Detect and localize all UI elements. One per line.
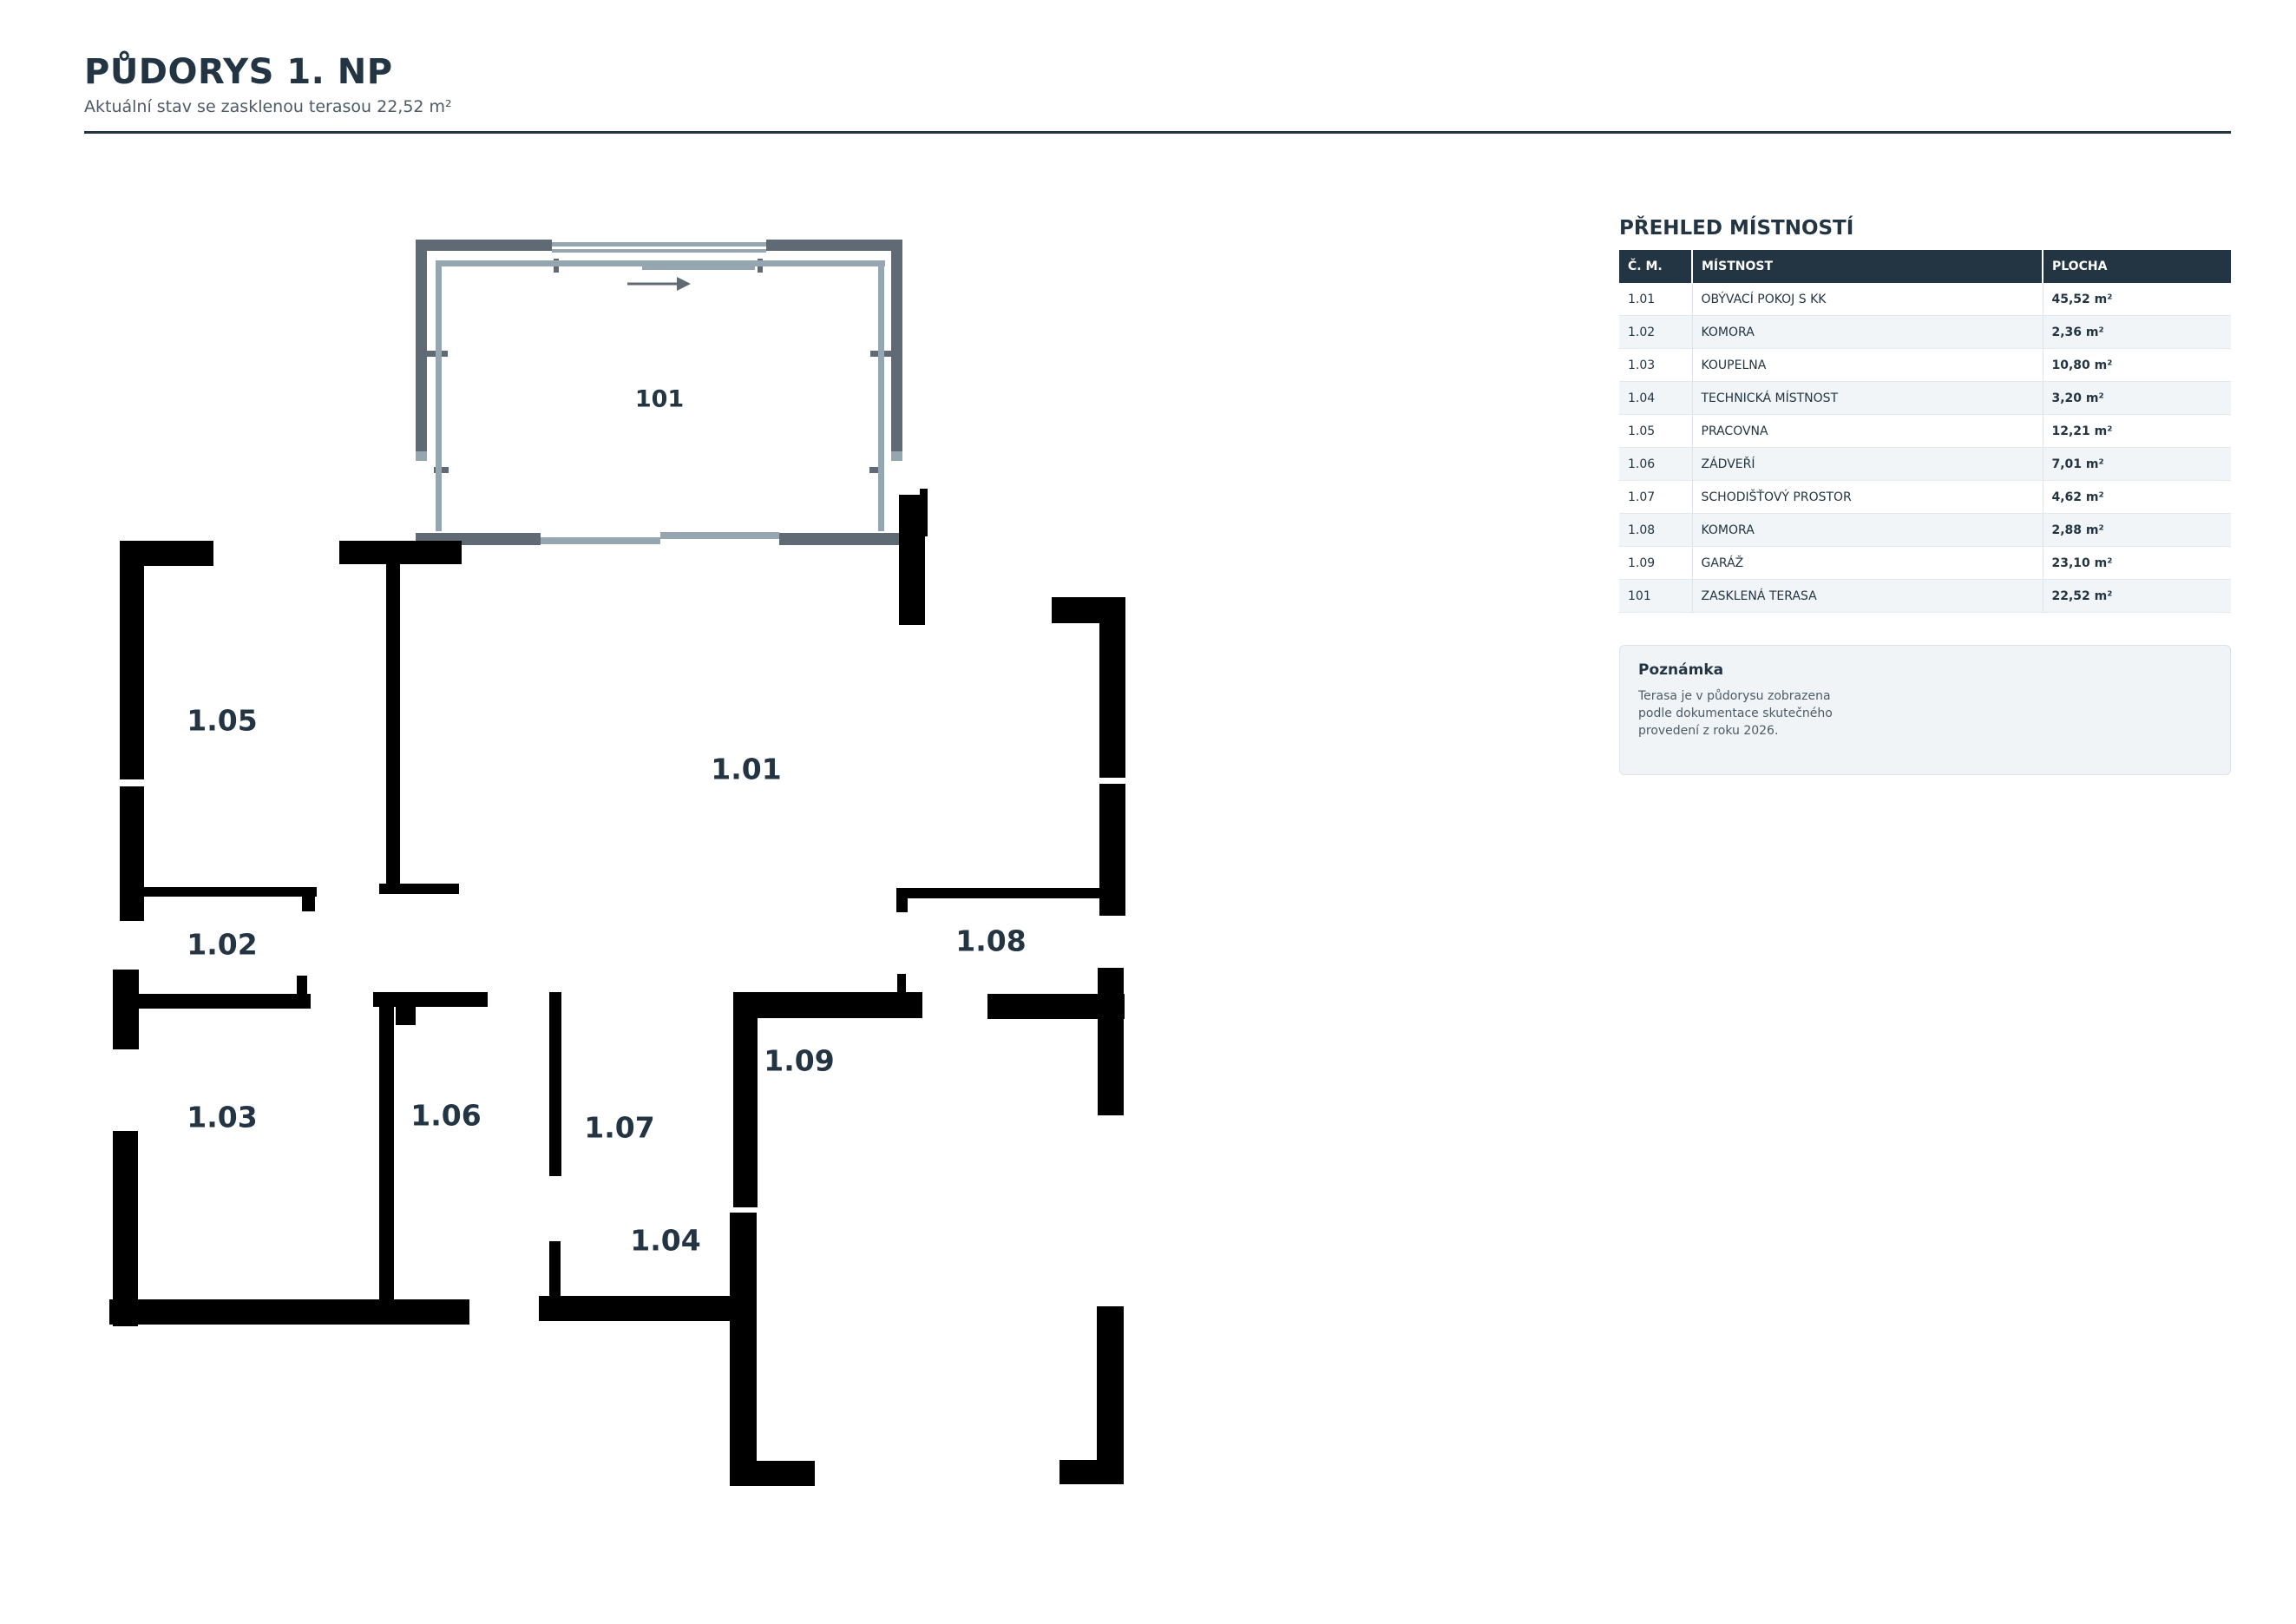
room-number: 1.09 xyxy=(1619,546,1693,580)
room-name: KOUPELNA xyxy=(1692,348,2043,382)
room-number: 1.04 xyxy=(1619,381,1693,415)
room-label-101: 101 xyxy=(634,385,685,413)
room-label-1-06: 1.06 xyxy=(410,1098,482,1133)
room-label-1-03: 1.03 xyxy=(187,1100,258,1134)
room-name: ZÁDVEŘÍ xyxy=(1692,447,2043,481)
sliding-direction-arrow xyxy=(627,277,691,291)
room-number: 1.02 xyxy=(1619,315,1693,349)
column-header-area: PLOCHA xyxy=(2043,250,2231,283)
table-row: 1.02 KOMORA 2,36 m² xyxy=(1619,315,2231,349)
room-area: 10,80 m² xyxy=(2043,348,2231,382)
room-label-1-01: 1.01 xyxy=(711,752,782,786)
column-header-room: MÍSTNOST xyxy=(1692,250,2043,283)
room-label-1-05: 1.05 xyxy=(187,703,258,738)
room-area: 2,88 m² xyxy=(2043,513,2231,547)
room-name: PRACOVNA xyxy=(1692,414,2043,448)
room-name: KOMORA xyxy=(1692,315,2043,349)
room-area: 7,01 m² xyxy=(2043,447,2231,481)
table-row: 101 ZASKLENÁ TERASA 22,52 m² xyxy=(1619,579,2231,613)
table-row: 1.03 KOUPELNA 10,80 m² xyxy=(1619,348,2231,382)
room-number: 1.05 xyxy=(1619,414,1693,448)
room-area: 2,36 m² xyxy=(2043,315,2231,349)
room-number: 1.06 xyxy=(1619,447,1693,481)
table-row: 1.01 OBÝVACÍ POKOJ S KK 45,52 m² xyxy=(1619,283,2231,316)
room-label-1-09: 1.09 xyxy=(764,1043,835,1078)
note-title: Poznámka xyxy=(1638,661,1724,679)
building-walls xyxy=(109,489,1125,1486)
page-header: PŮDORYS 1. NP Aktuální stav se zasklenou… xyxy=(84,52,2231,116)
note-text: Terasa je v půdorysu zobrazena podle dok… xyxy=(1638,689,1833,738)
floor-plan: 101 1.01 1.02 1.03 1.04 1.05 1.06 1.07 1… xyxy=(0,0,1145,1624)
table-row: 1.09 GARÁŽ 23,10 m² xyxy=(1619,546,2231,580)
room-label-1-04: 1.04 xyxy=(630,1223,701,1258)
room-area: 4,62 m² xyxy=(2043,480,2231,514)
room-label-1-08: 1.08 xyxy=(955,924,1027,958)
room-label-1-02: 1.02 xyxy=(187,927,258,962)
room-name: SCHODIŠŤOVÝ PROSTOR xyxy=(1692,480,2043,514)
rooms-table-header: Č. M. MÍSTNOST PLOCHA xyxy=(1619,250,2231,283)
rooms-table: Č. M. MÍSTNOST PLOCHA 1.01 OBÝVACÍ POKOJ… xyxy=(1619,250,2231,613)
page-subtitle: Aktuální stav se zasklenou terasou 22,52… xyxy=(84,97,452,116)
column-header-number: Č. M. xyxy=(1619,250,1693,283)
table-row: 1.06 ZÁDVEŘÍ 7,01 m² xyxy=(1619,447,2231,481)
page-title: PŮDORYS 1. NP xyxy=(84,52,393,92)
room-number: 101 xyxy=(1619,579,1693,613)
note-box: Poznámka Terasa je v půdorysu zobrazena … xyxy=(1619,645,2231,775)
room-area: 23,10 m² xyxy=(2043,546,2231,580)
room-name: KOMORA xyxy=(1692,513,2043,547)
room-number: 1.07 xyxy=(1619,480,1693,514)
room-number: 1.01 xyxy=(1619,283,1693,316)
room-name: TECHNICKÁ MÍSTNOST xyxy=(1692,381,2043,415)
room-area: 12,21 m² xyxy=(2043,414,2231,448)
room-name: ZASKLENÁ TERASA xyxy=(1692,579,2043,613)
table-row: 1.07 SCHODIŠŤOVÝ PROSTOR 4,62 m² xyxy=(1619,480,2231,514)
room-area: 45,52 m² xyxy=(2043,283,2231,316)
room-name: OBÝVACÍ POKOJ S KK xyxy=(1692,283,2043,316)
room-number: 1.08 xyxy=(1619,513,1693,547)
header-divider xyxy=(84,131,2231,134)
floor-plan-drawing xyxy=(109,240,1125,1486)
rooms-overview-title: PŘEHLED MÍSTNOSTÍ xyxy=(1619,217,1854,240)
room-label-1-07: 1.07 xyxy=(584,1110,655,1145)
room-area: 3,20 m² xyxy=(2043,381,2231,415)
table-row: 1.04 TECHNICKÁ MÍSTNOST 3,20 m² xyxy=(1619,381,2231,415)
room-area: 22,52 m² xyxy=(2043,579,2231,613)
table-row: 1.05 PRACOVNA 12,21 m² xyxy=(1619,414,2231,448)
room-name: GARÁŽ xyxy=(1692,546,2043,580)
room-number: 1.03 xyxy=(1619,348,1693,382)
table-row: 1.08 KOMORA 2,88 m² xyxy=(1619,513,2231,547)
rooms-overview-panel: PŘEHLED MÍSTNOSTÍ Č. M. MÍSTNOST PLOCHA … xyxy=(1619,217,2231,613)
